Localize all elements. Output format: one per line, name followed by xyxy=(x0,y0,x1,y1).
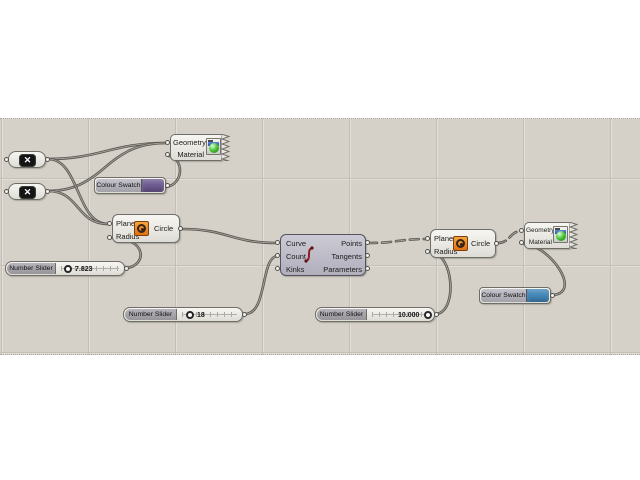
divide-points-output-label: Points xyxy=(341,239,362,248)
divide-curve-input-label: Curve xyxy=(286,239,307,248)
divide-tangents-port[interactable] xyxy=(365,253,370,258)
number-slider-1[interactable]: Number Slider 7.823 xyxy=(5,261,125,276)
colour-swatch-2[interactable]: Colour Swatch xyxy=(479,287,551,304)
number-slider-1-knob[interactable] xyxy=(64,265,72,273)
param-node-2-output-port[interactable] xyxy=(45,189,50,194)
divide-points-port[interactable] xyxy=(365,240,370,245)
circle-2-output-port[interactable] xyxy=(494,241,499,246)
number-slider-3-track[interactable] xyxy=(372,312,429,317)
colour-swatch-1-color[interactable] xyxy=(141,179,164,192)
colour-swatch-1-output-port[interactable] xyxy=(165,183,170,188)
param-node-2-input-port[interactable] xyxy=(4,189,9,194)
colour-swatch-2-color[interactable] xyxy=(526,289,549,302)
circle-component-icon xyxy=(453,236,468,251)
divide-curve-port[interactable] xyxy=(275,240,280,245)
colour-swatch-2-output-port[interactable] xyxy=(550,293,555,298)
colour-swatch-1-label: Colour Swatch xyxy=(96,179,142,192)
divide-curve-component[interactable] xyxy=(280,234,366,276)
number-slider-3-value: 10.000 xyxy=(398,311,420,319)
divide-count-input-label: Count xyxy=(286,252,307,261)
preview-2-input-geometry-label: Geometry xyxy=(526,227,555,234)
divide-parameters-output-label: Parameters xyxy=(323,265,362,274)
number-slider-2-output-port[interactable] xyxy=(242,312,247,317)
number-slider-2-label: Number Slider xyxy=(125,309,177,320)
number-slider-1-value: 7.823 xyxy=(75,265,93,273)
divide-tangents-output-label: Tangents xyxy=(331,252,362,261)
x-circle-icon: ✕ xyxy=(19,185,36,199)
number-slider-2-value: 18 xyxy=(197,311,205,319)
colour-swatch-1[interactable]: Colour Swatch xyxy=(94,177,166,194)
circle-2-radius-port[interactable] xyxy=(425,249,430,254)
circle-1-radius-label: Radius xyxy=(116,232,140,241)
preview-1-zigzag-edge xyxy=(221,134,230,161)
preview-icon xyxy=(206,138,221,155)
number-slider-1-label: Number Slider xyxy=(7,263,56,274)
number-slider-1-output-port[interactable] xyxy=(124,266,129,271)
number-slider-2-track[interactable] xyxy=(182,312,237,317)
colour-swatch-2-label: Colour Swatch xyxy=(481,289,527,302)
divide-kinks-input-label: Kinks xyxy=(286,265,305,274)
circle-1-output-label: Circle xyxy=(154,224,174,233)
preview-1-material-port[interactable] xyxy=(165,152,170,157)
preview-1-input-geometry-label: Geometry xyxy=(173,138,206,147)
circle-1-plane-label: Plane xyxy=(116,219,136,228)
preview-icon xyxy=(553,226,568,243)
number-slider-1-track[interactable] xyxy=(61,266,119,271)
number-slider-3-output-port[interactable] xyxy=(434,312,439,317)
circle-component-icon xyxy=(134,221,149,236)
preview-2-zigzag-edge xyxy=(569,222,578,249)
circle-2-plane-label: Plane xyxy=(434,234,454,243)
number-slider-3-knob[interactable] xyxy=(424,311,432,319)
x-circle-icon: ✕ xyxy=(19,153,36,167)
number-slider-3[interactable]: Number Slider 10.000 xyxy=(315,307,435,322)
divide-count-port[interactable] xyxy=(275,253,280,258)
preview-2-geometry-port[interactable] xyxy=(519,228,524,233)
circle-1-radius-port[interactable] xyxy=(107,235,112,240)
param-node-1[interactable]: ✕ xyxy=(8,151,46,168)
number-slider-2[interactable]: Number Slider 18 xyxy=(123,307,243,322)
circle-1-plane-port[interactable] xyxy=(107,221,112,226)
param-node-1-output-port[interactable] xyxy=(45,157,50,162)
circle-1-output-port[interactable] xyxy=(178,226,183,231)
divide-kinks-port[interactable] xyxy=(275,266,280,271)
circle-2-output-label: Circle xyxy=(471,239,491,248)
number-slider-3-label: Number Slider xyxy=(317,309,367,320)
divide-curve-icon xyxy=(304,246,314,263)
circle-2-plane-port[interactable] xyxy=(425,236,430,241)
param-node-2[interactable]: ✕ xyxy=(8,183,46,200)
param-node-1-input-port[interactable] xyxy=(4,157,9,162)
preview-1-input-material-label: Material xyxy=(177,150,204,159)
divide-parameters-port[interactable] xyxy=(365,266,370,271)
preview-1-geometry-port[interactable] xyxy=(165,140,170,145)
number-slider-2-knob[interactable] xyxy=(186,311,194,319)
preview-2-input-material-label: Material xyxy=(528,239,552,246)
preview-2-material-port[interactable] xyxy=(519,240,524,245)
